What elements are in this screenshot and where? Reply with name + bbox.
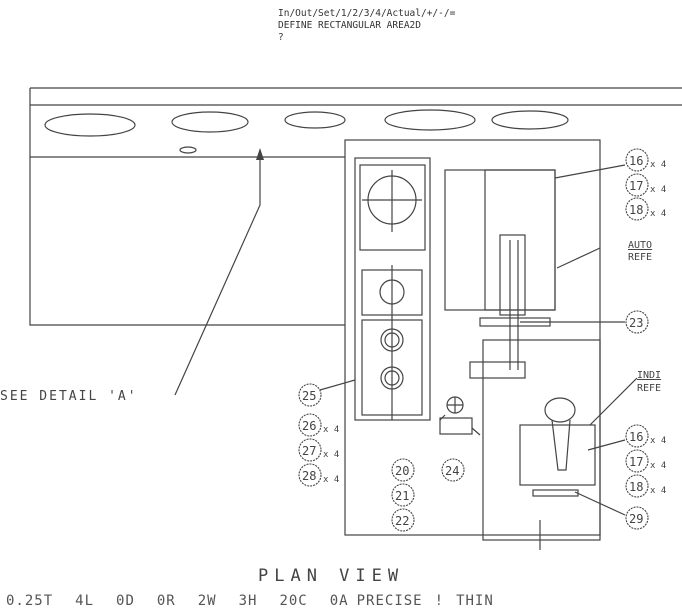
balloon-18b-qty: x 4 xyxy=(650,486,666,496)
command-input[interactable]: ? xyxy=(278,32,284,43)
status-text-size[interactable]: 0.25T xyxy=(6,593,54,609)
balloon-17b-qty: x 4 xyxy=(650,461,666,471)
balloon-17: 17 xyxy=(629,179,643,193)
status-layer[interactable]: 4L xyxy=(75,593,95,609)
balloon-26-qty: x 4 xyxy=(323,425,339,435)
view-title: PLAN VIEW xyxy=(258,566,405,586)
note-auto-line2: REFE xyxy=(628,252,652,263)
balloon-18-qty: x 4 xyxy=(650,209,666,219)
status-precise[interactable]: PRECISE xyxy=(356,593,423,609)
note-indi-line1: INDI xyxy=(637,370,661,381)
balloon-28-qty: x 4 xyxy=(323,475,339,485)
balloon-16b: 16 xyxy=(629,430,643,444)
balloon-17-qty: x 4 xyxy=(650,185,666,195)
note-auto-line1: AUTO xyxy=(628,240,652,251)
assembly-body xyxy=(344,139,601,550)
balloon-22: 22 xyxy=(395,514,409,528)
status-weight[interactable]: 2W xyxy=(197,593,217,609)
status-color[interactable]: 20C xyxy=(279,593,308,609)
balloon-27-qty: x 4 xyxy=(323,450,339,460)
balloon-25: 25 xyxy=(302,389,316,403)
balloon-group-right-top: 16 x 4 17 x 4 18 x 4 23 xyxy=(625,148,666,334)
see-detail-label: SEE DETAIL 'A' xyxy=(0,389,138,404)
status-angle[interactable]: 0A xyxy=(329,593,349,609)
status-line-thin[interactable]: THIN xyxy=(456,593,494,609)
balloon-24: 24 xyxy=(445,464,459,478)
leader-lines xyxy=(319,164,638,516)
balloon-26: 26 xyxy=(302,419,316,433)
command-options[interactable]: In/Out/Set/1/2/3/4/Actual/+/-/= xyxy=(278,8,456,19)
balloon-27: 27 xyxy=(302,444,316,458)
balloon-20: 20 xyxy=(395,464,409,478)
command-prompt-area: In/Out/Set/1/2/3/4/Actual/+/-/=DEFINE RE… xyxy=(278,8,455,44)
status-r[interactable]: 0R xyxy=(156,593,176,609)
balloon-16-qty: x 4 xyxy=(650,160,666,170)
balloon-group-mid: 20 21 22 24 xyxy=(391,458,465,532)
balloon-16: 16 xyxy=(629,154,643,168)
balloon-21: 21 xyxy=(395,489,409,503)
balloon-16b-qty: x 4 xyxy=(650,436,666,446)
command-name: DEFINE RECTANGULAR AREA2D xyxy=(278,20,421,31)
status-bar: 0.25T 4L 0D 0R 2W 3H 20C 0A PRECISE! THIN xyxy=(6,593,516,610)
balloon-17b: 17 xyxy=(629,455,643,469)
note-indi-line2: REFE xyxy=(637,383,661,394)
status-separator: ! xyxy=(434,593,445,609)
balloon-29: 29 xyxy=(629,512,643,526)
status-h[interactable]: 3H xyxy=(238,593,258,609)
balloon-group-left: 25 26 x 4 27 x 4 28 x 4 xyxy=(298,383,339,487)
balloon-18: 18 xyxy=(629,203,643,217)
balloon-18b: 18 xyxy=(629,480,643,494)
balloon-group-right-bottom: 16 x 4 17 x 4 18 x 4 29 xyxy=(625,424,666,530)
status-d[interactable]: 0D xyxy=(116,593,135,609)
balloon-28: 28 xyxy=(302,469,316,483)
machine-frame xyxy=(29,87,682,396)
balloon-23: 23 xyxy=(629,316,643,330)
